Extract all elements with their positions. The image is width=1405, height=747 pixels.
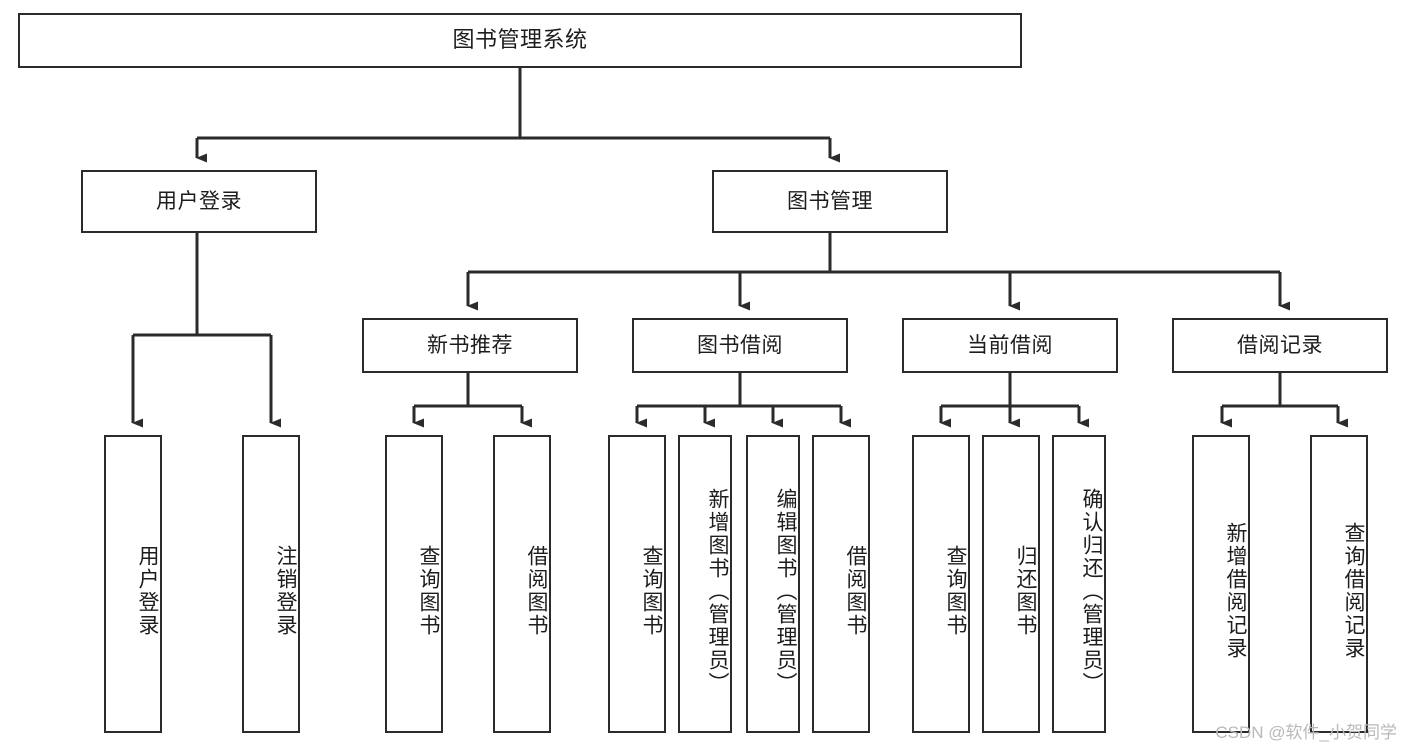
leaf-borrow-record-add[interactable]: 新增借阅记录 — [1192, 435, 1250, 733]
leaf-current-borrow-confirm-return[interactable]: 确认归还（管理员） — [1052, 435, 1106, 733]
node-label: 借阅图书 — [525, 545, 548, 637]
node-label: 确认归还（管理员） — [1080, 487, 1103, 695]
leaf-book-borrow-query[interactable]: 查询图书 — [608, 435, 666, 733]
leaf-book-borrow-borrow[interactable]: 借阅图书 — [812, 435, 870, 733]
leaf-current-borrow-return[interactable]: 归还图书 — [982, 435, 1040, 733]
leaf-current-borrow-query[interactable]: 查询图书 — [912, 435, 970, 733]
node-label: 归还图书 — [1014, 545, 1037, 637]
node-label: 编辑图书（管理员） — [774, 487, 797, 695]
leaf-user-login-login[interactable]: 用户登录 — [104, 435, 162, 733]
node-label: 用户登录 — [136, 545, 159, 637]
node-label: 新书推荐 — [427, 333, 513, 357]
node-new-book-recommend[interactable]: 新书推荐 — [362, 318, 578, 373]
node-current-borrow[interactable]: 当前借阅 — [902, 318, 1118, 373]
leaf-new-book-borrow[interactable]: 借阅图书 — [493, 435, 551, 733]
node-label: 新增图书（管理员） — [706, 487, 729, 695]
node-label: 新增借阅记录 — [1224, 522, 1247, 660]
watermark-text: CSDN @软件_小贺同学 — [1215, 723, 1397, 742]
node-label: 用户登录 — [156, 189, 242, 213]
node-label: 图书管理系统 — [452, 27, 588, 53]
node-label: 借阅记录 — [1237, 333, 1323, 357]
node-root-system[interactable]: 图书管理系统 — [18, 13, 1022, 68]
node-label: 借阅图书 — [844, 545, 867, 637]
node-book-borrow[interactable]: 图书借阅 — [632, 318, 848, 373]
node-label: 查询借阅记录 — [1342, 522, 1365, 660]
leaf-user-login-logout[interactable]: 注销登录 — [242, 435, 300, 733]
node-user-login[interactable]: 用户登录 — [81, 170, 317, 233]
node-label: 图书管理 — [787, 189, 873, 213]
leaf-book-borrow-add[interactable]: 新增图书（管理员） — [678, 435, 732, 733]
node-label: 查询图书 — [640, 545, 663, 637]
leaf-book-borrow-edit[interactable]: 编辑图书（管理员） — [746, 435, 800, 733]
node-label: 查询图书 — [417, 545, 440, 637]
node-label: 当前借阅 — [967, 333, 1053, 357]
leaf-new-book-query[interactable]: 查询图书 — [385, 435, 443, 733]
node-book-management[interactable]: 图书管理 — [712, 170, 948, 233]
node-label: 查询图书 — [944, 545, 967, 637]
leaf-borrow-record-query[interactable]: 查询借阅记录 — [1310, 435, 1368, 733]
node-label: 图书借阅 — [697, 333, 783, 357]
node-label: 注销登录 — [274, 545, 297, 637]
node-borrow-record[interactable]: 借阅记录 — [1172, 318, 1388, 373]
